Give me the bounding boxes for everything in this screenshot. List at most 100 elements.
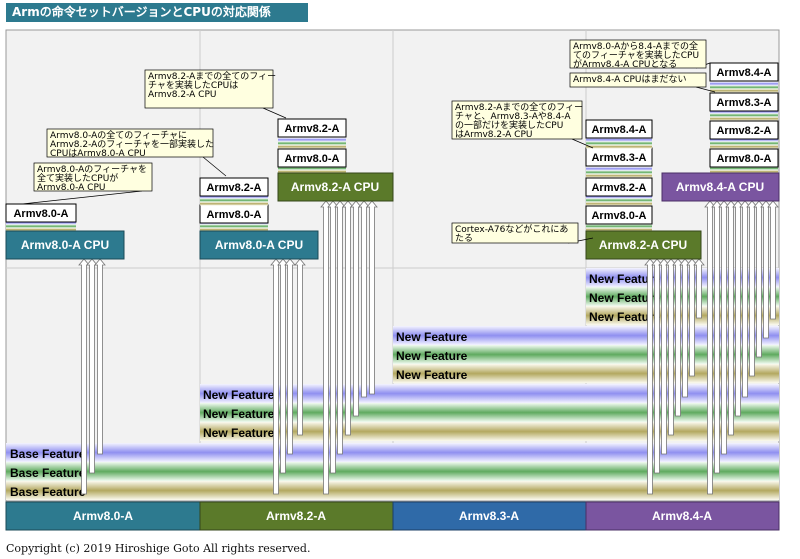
isa-tag: Armv8.0-A	[585, 205, 653, 225]
isa-stripe	[586, 198, 652, 202]
new-feature-label: New Feature	[396, 368, 468, 382]
isa-stripe	[6, 228, 76, 232]
svg-text:Armv8.2-A CPU: Armv8.2-A CPU	[148, 90, 216, 100]
feature-arrows	[78, 200, 779, 495]
feature-stripe	[6, 443, 779, 462]
new-feature-label: New Feature	[396, 330, 468, 344]
arrow	[644, 258, 656, 495]
arrow	[760, 200, 772, 339]
arrow	[320, 200, 332, 495]
svg-text:Armv8.2-A: Armv8.2-A	[591, 182, 646, 194]
copyright-text: Copyright (c) 2019 Hiroshige Goto All ri…	[6, 542, 311, 555]
isa-stripe	[586, 145, 652, 149]
isa-tag: Armv8.2-A	[585, 177, 653, 197]
base-feature-label: Base Feature	[10, 466, 86, 480]
cpu-label: Armv8.4-A CPU	[676, 180, 764, 194]
cpu-label: Armv8.2-A CPU	[599, 238, 687, 252]
isa-tag: Armv8.3-A	[585, 147, 653, 167]
cpu-label: Armv8.0-A CPU	[215, 238, 303, 252]
arrow	[78, 258, 90, 495]
cpu-box: Armv8.0-A CPU	[5, 230, 125, 260]
isa-stripe	[710, 170, 778, 174]
arrow	[767, 200, 779, 320]
isa-stripe	[6, 224, 76, 228]
svg-text:CPUはArmv8.0-A CPU: CPUはArmv8.0-A CPU	[50, 148, 146, 159]
arrow	[746, 200, 758, 377]
isa-tag: Armv8.2-A	[709, 120, 779, 140]
isa-stripe	[200, 224, 268, 228]
new-feature-label: New Feature	[396, 349, 468, 363]
new-feature-label: New Feature	[589, 291, 661, 305]
callout-note: Armv8.0-Aの全てのフィーチャにArmv8.2-Aのフィーチャを一部実装し…	[46, 128, 227, 177]
svg-text:Armv8.2-Aまでの全てのフィー: Armv8.2-Aまでの全てのフィー	[148, 70, 276, 82]
feature-band-labels: Base Feature Base Feature Base Feature N…	[10, 272, 661, 499]
isa-stripe	[710, 145, 778, 149]
isa-stripe	[278, 166, 346, 170]
arrow	[693, 258, 705, 319]
arrow	[718, 200, 730, 455]
svg-text:てのフィーチャを実装したCPU: てのフィーチャを実装したCPU	[573, 49, 699, 61]
isa-stripe	[586, 174, 652, 178]
isa-stripe	[710, 138, 778, 142]
svg-text:Armv8.4-A CPUはまだない: Armv8.4-A CPUはまだない	[573, 74, 686, 85]
isa-stripe	[586, 141, 652, 145]
column-header-armv8-4: Armv8.4-A	[585, 501, 780, 531]
column-header-armv8-2: Armv8.2-A	[199, 501, 394, 531]
arrow	[277, 258, 289, 474]
arrow	[665, 258, 677, 436]
isa-stripe	[710, 141, 778, 145]
arrow	[679, 258, 691, 398]
base-feature-label: Base Feature	[10, 485, 86, 499]
svg-text:Armv8.2-Aまでの全てのフィー: Armv8.2-Aまでの全てのフィー	[455, 101, 583, 113]
svg-text:Armv8.2-A: Armv8.2-A	[206, 182, 261, 194]
isa-tag: Armv8.4-A	[585, 119, 653, 139]
cpu-label: Armv8.2-A CPU	[291, 180, 379, 194]
isa-stripe	[586, 224, 652, 228]
isa-stripe	[710, 89, 778, 93]
arrow	[86, 258, 98, 474]
isa-stripe	[710, 117, 778, 121]
svg-text:Armv8.2-Aのフィーチャを一部実装した: Armv8.2-Aのフィーチャを一部実装した	[50, 138, 214, 150]
svg-text:Armv8.3-A: Armv8.3-A	[716, 97, 771, 109]
isa-stripe	[278, 170, 346, 174]
feature-stripe	[200, 403, 779, 422]
base-feature-label: Base Feature	[10, 447, 86, 461]
arrow	[651, 258, 663, 474]
isa-tag: Armv8.2-A	[199, 177, 269, 197]
arrow	[350, 200, 362, 417]
isa-stripe	[278, 138, 346, 142]
svg-text:Armv8.0-A: Armv8.0-A	[206, 209, 261, 221]
svg-text:Armv8.0-A: Armv8.0-A	[716, 153, 771, 165]
svg-text:Armv8.0-Aの全てのフィーチャに: Armv8.0-Aの全てのフィーチャに	[50, 129, 187, 141]
new-feature-label: New Feature	[203, 388, 275, 402]
isa-stripe	[586, 138, 652, 142]
arrow	[294, 258, 306, 436]
svg-text:Armv8.3-A: Armv8.3-A	[459, 509, 519, 523]
diagram-title: Armの命令セットバージョンとCPUの対応関係	[6, 3, 308, 22]
arrow	[672, 258, 684, 417]
isa-stripe	[586, 202, 652, 206]
arrow	[658, 258, 670, 455]
svg-text:Armv8.0-A CPU: Armv8.0-A CPU	[37, 183, 105, 193]
new-feature-label: New Feature	[203, 407, 275, 421]
cpu-box: Armv8.2-A CPU	[277, 172, 394, 202]
feature-stripe	[6, 481, 779, 500]
arrow	[366, 200, 378, 395]
svg-text:Armv8.0-Aから8.4-Aまでの全: Armv8.0-Aから8.4-Aまでの全	[573, 40, 698, 52]
svg-text:Armv8.0-A: Armv8.0-A	[13, 208, 68, 220]
isa-tag: Armv8.2-A	[277, 118, 347, 138]
svg-text:Armv8.4-A: Armv8.4-A	[591, 124, 646, 136]
arrow	[327, 200, 339, 474]
isa-stripe	[200, 198, 268, 202]
isa-stripe	[586, 195, 652, 199]
svg-text:全て実装したCPUが: 全て実装したCPUが	[37, 172, 118, 184]
svg-text:Armv8.4-A: Armv8.4-A	[652, 509, 712, 523]
svg-text:たる: たる	[455, 233, 473, 244]
isa-stripe	[586, 228, 652, 232]
column-header-armv8-0: Armv8.0-A	[5, 501, 201, 531]
arrow	[94, 258, 106, 455]
feature-bands	[6, 268, 779, 500]
isa-stripe	[710, 113, 778, 117]
isa-stripe	[586, 170, 652, 174]
